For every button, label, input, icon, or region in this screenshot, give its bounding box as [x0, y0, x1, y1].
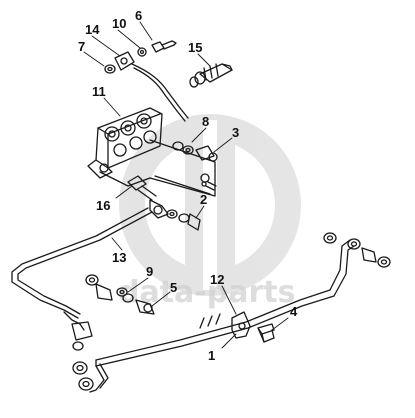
fitting-9-group: [85, 274, 155, 315]
pipe-upper: [131, 63, 189, 122]
callout-6: 6: [135, 8, 142, 23]
leader-lines: [83, 21, 289, 349]
bolt-6: [151, 40, 177, 53]
fitting-16: [127, 175, 169, 219]
callout-13: 13: [112, 250, 126, 265]
fitting-2: [166, 209, 201, 231]
fitting-14: [114, 51, 135, 71]
callout-12: 12: [210, 272, 224, 287]
callout-1: 1: [208, 348, 215, 363]
callout-9: 9: [146, 264, 153, 279]
fitting-3: [195, 145, 218, 162]
pipe-12: [89, 239, 355, 393]
valve-block-11: [87, 107, 163, 187]
callout-3: 3: [232, 125, 239, 140]
callout-7: 7: [78, 39, 85, 54]
callout-8: 8: [202, 114, 209, 129]
fitting-15: [189, 63, 233, 88]
watermark-logo: [119, 114, 301, 296]
callout-11: 11: [92, 84, 106, 99]
callout-16: 16: [96, 198, 110, 213]
callout-5: 5: [170, 280, 177, 295]
callout-15: 15: [188, 40, 202, 55]
callout-2: 2: [200, 192, 207, 207]
fitting-right-upper: [323, 232, 391, 268]
callouts: 14 10 6 7 15 11 8 3 2 16 13 9 5 12 1 4: [78, 8, 298, 363]
washer-8: [172, 141, 194, 155]
callout-4: 4: [290, 304, 298, 319]
pipe-13: [11, 207, 153, 331]
fitting-lower-left: [71, 321, 94, 391]
callout-14: 14: [85, 22, 100, 37]
washer-10: [137, 47, 147, 57]
bolt-4: [257, 323, 275, 343]
washer-7: [104, 64, 116, 74]
fitting-right-2: [200, 173, 217, 191]
callout-10: 10: [112, 16, 126, 31]
clamp-1: [199, 311, 251, 339]
